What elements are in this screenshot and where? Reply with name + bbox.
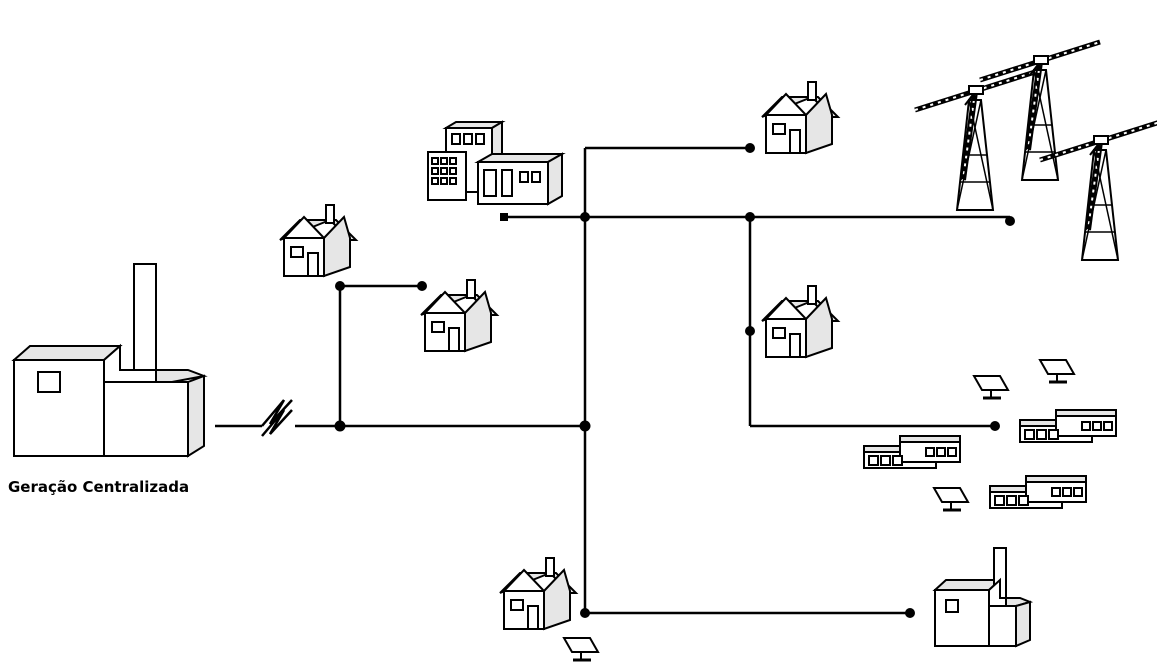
house-icon [279,204,357,277]
house-icon [761,285,839,358]
caption-centralized-generation: Geração Centralizada [8,478,190,496]
junction-dots [334,143,1015,618]
buildings-icon [427,120,566,206]
house-icon [761,81,839,154]
central-plant-icon [11,263,208,458]
house-icon [499,557,577,630]
wind-turbine-icon [915,42,1157,260]
building-row-icon [863,409,1117,509]
network-lines [215,146,1010,615]
small-plant-icon [932,547,1034,648]
house-icon [420,279,498,352]
